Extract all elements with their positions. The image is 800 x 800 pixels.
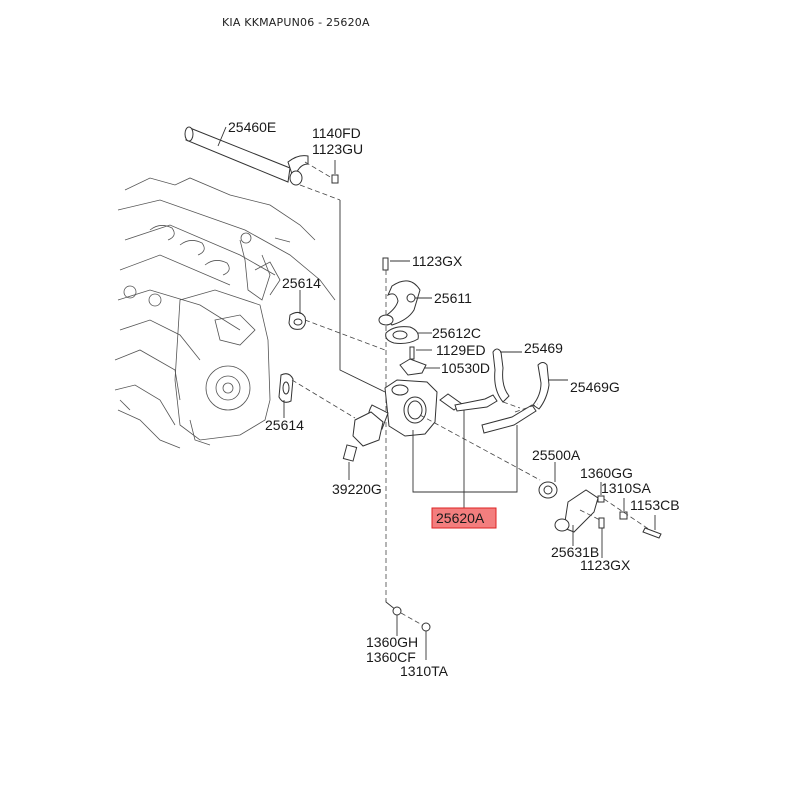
part-label-1310SA[interactable]: 1310SA	[601, 480, 651, 496]
part-25614-gasket-upper[interactable]	[288, 311, 306, 330]
part-25469G-hose[interactable]	[532, 362, 550, 410]
washer-1310TA[interactable]	[421, 622, 431, 632]
bolt-1140FD[interactable]	[331, 174, 339, 184]
part-label-1360GG[interactable]: 1360GG	[580, 465, 633, 481]
nut-1360GH[interactable]	[392, 606, 402, 616]
part-25614-gasket-lower[interactable]	[278, 373, 294, 403]
part-25631B-cover[interactable]	[554, 489, 599, 533]
engine-block-illustration	[114, 177, 336, 449]
part-label-1360GH[interactable]: 1360GH	[366, 634, 418, 650]
part-label-1310TA[interactable]: 1310TA	[400, 663, 449, 679]
part-25460E-pipe[interactable]	[184, 126, 309, 186]
bolt-1129ED[interactable]	[409, 346, 415, 360]
part-label-25611[interactable]: 25611	[434, 290, 472, 306]
hose-segment-b	[454, 394, 498, 412]
part-25611-fitting[interactable]	[378, 280, 421, 326]
part-label-25620A[interactable]: 25620A	[436, 510, 485, 526]
part-39220G-sensor[interactable]	[342, 411, 384, 462]
part-label-1360CF[interactable]: 1360CF	[366, 649, 416, 665]
part-label-1153CB[interactable]: 1153CB	[630, 497, 680, 513]
part-label-1123GX-bottom[interactable]: 1123GX	[580, 557, 631, 573]
part-label-1123GX-top[interactable]: 1123GX	[412, 253, 463, 269]
part-label-25500A[interactable]: 25500A	[532, 447, 581, 463]
part-label-39220G[interactable]: 39220G	[332, 481, 382, 497]
part-label-1123GU[interactable]: 1123GU	[312, 141, 363, 157]
nut-1360GG[interactable]	[597, 495, 605, 503]
washer-1310SA[interactable]	[619, 511, 628, 520]
part-label-25614-lower[interactable]: 25614	[265, 417, 304, 433]
part-25469-hose[interactable]	[492, 348, 510, 403]
hose-segment-c	[481, 404, 537, 434]
part-label-25612C[interactable]: 25612C	[432, 325, 481, 341]
part-label-25460E[interactable]: 25460E	[228, 119, 276, 135]
part-25620A-housing[interactable]	[367, 379, 438, 437]
part-25612C-gasket[interactable]	[385, 326, 419, 344]
part-25500A-thermostat[interactable]	[538, 481, 558, 499]
stud-1153CB[interactable]	[642, 527, 662, 539]
diagram-title: KIA KKMAPUN06 - 25620A	[222, 16, 370, 29]
part-label-1129ED[interactable]: 1129ED	[436, 342, 486, 358]
part-label-10530D[interactable]: 10530D	[441, 360, 490, 376]
bolt-1123GX-bottom[interactable]	[598, 517, 605, 529]
part-label-1140FD[interactable]: 1140FD	[312, 125, 361, 141]
part-label-25614-upper[interactable]: 25614	[282, 275, 321, 291]
part-label-25469[interactable]: 25469	[524, 340, 563, 356]
highlighted-part-box[interactable]	[431, 507, 497, 529]
part-label-25469G[interactable]: 25469G	[570, 379, 620, 395]
part-label-25631B[interactable]: 25631B	[551, 544, 599, 560]
part-10530D[interactable]	[399, 358, 427, 376]
bolt-1123GX-top[interactable]	[382, 257, 389, 271]
